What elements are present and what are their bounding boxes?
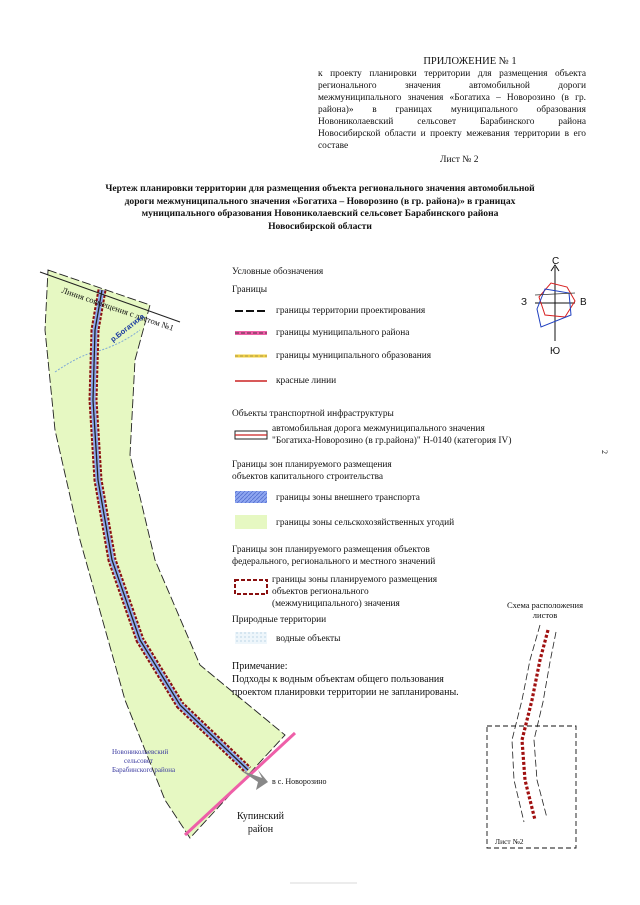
scheme-title: Схема расположения листов [500,600,590,620]
legend-fed-item-line: (межмуниципального) значения [272,599,400,609]
scheme-title-line: листов [532,610,558,620]
legend-note-line: проектом планировки территории не заплан… [232,687,459,698]
municipality-label-line: Барабинского района [112,766,176,774]
legend-road-line: автомобильная дорога межмуниципального з… [272,424,485,434]
legend-title: Условные обозначения [232,267,324,277]
district-label: Купинский район [237,810,284,836]
legend-transport-zone-symbol [235,491,267,503]
legend-water-symbol [235,632,267,644]
legend-regional-zone-symbol [234,579,268,595]
scheme-title-line: Схема расположения [506,600,583,610]
compass-rose [534,264,576,341]
legend-fed-heading-line: Границы зон планируемого размещения объе… [232,545,430,555]
legend-item: границы зоны внешнего транспорта [276,493,420,503]
drawing-title-line: Чертеж планировки территории для размеще… [105,183,535,194]
legend-zones-heading-line: объектов капитального строительства [232,472,384,482]
drawing-title-line: муниципального образования Новониколаевс… [141,208,499,219]
municipality-label-line: Новониколаевский [112,748,169,756]
sheet-number: Лист № 2 [440,155,479,165]
scheme-sheet-label: Лист №2 [495,837,524,846]
river-line [54,329,141,373]
road-center-line [92,289,249,771]
legend-note-line: Подходы к водным объектам общего пользов… [232,674,444,685]
legend-fed-heading-line: федерального, регионального и местного з… [232,557,436,567]
drawing-title: Чертеж планировки территории для размеще… [20,183,620,233]
legend-boundaries-heading: Границы [232,285,268,295]
compass-west: З [521,297,528,308]
legend-fed-item-line: границы зоны планируемого размещения [272,575,438,585]
page-mark: 2 [600,450,609,454]
compass-east: В [580,297,587,308]
compass-north: С [552,256,560,267]
legend-item: границы муниципального района [276,328,410,338]
legend-zones-heading: Границы зон планируемого размещения объе… [232,459,392,483]
legend-fed-heading: Границы зон планируемого размещения объе… [232,544,435,568]
municipality-label: Новониколаевский сельсовет Барабинского … [112,748,175,775]
district-label-line: район [247,824,274,835]
appendix-text: к проекту планировки территории для разм… [318,69,586,151]
legend-item: границы зоны сельскохозяйственных угодий [276,518,455,528]
legend-transport-heading: Объекты транспортной инфраструктуры [232,409,394,419]
legend-item: границы муниципального образования [276,351,432,361]
legend-fed-item: границы зоны планируемого размещения объ… [272,574,437,610]
match-line [39,271,181,323]
legend-zones-heading-line: Границы зон планируемого размещения [232,460,392,470]
legend-road-line: "Богатиха-Новорозино (в гр.района)" Н-01… [272,436,512,446]
legend-natural-heading: Природные территории [232,615,327,625]
legend-agri-zone-symbol [235,515,267,529]
appendix-title: ПРИЛОЖЕНИЕ № 1 [423,56,517,67]
district-border [183,731,297,837]
sheets-scheme [486,624,577,849]
legend-fed-item-line: объектов регионального [272,587,369,597]
legend-item: границы территории проектирования [276,306,426,316]
legend-item: красные линии [276,376,337,386]
municipality-label-line: сельсовет [124,757,154,765]
legend-item: водные объекты [276,634,341,644]
legend-note: Примечание: Подходы к водным объектам об… [232,660,459,699]
drawing-title-line: дороги межмуниципального значения «Богат… [124,195,516,207]
legend-note-title: Примечание: [232,661,288,672]
legend-road-item: автомобильная дорога межмуниципального з… [272,423,511,447]
compass-south: Ю [550,346,561,357]
district-label-line: Купинский [237,811,284,822]
drawing-title-line: Новосибирской области [268,220,372,232]
direction-label: в с. Новорозино [272,777,327,786]
legend-road-symbol [234,430,268,440]
direction-arrow [240,770,268,790]
